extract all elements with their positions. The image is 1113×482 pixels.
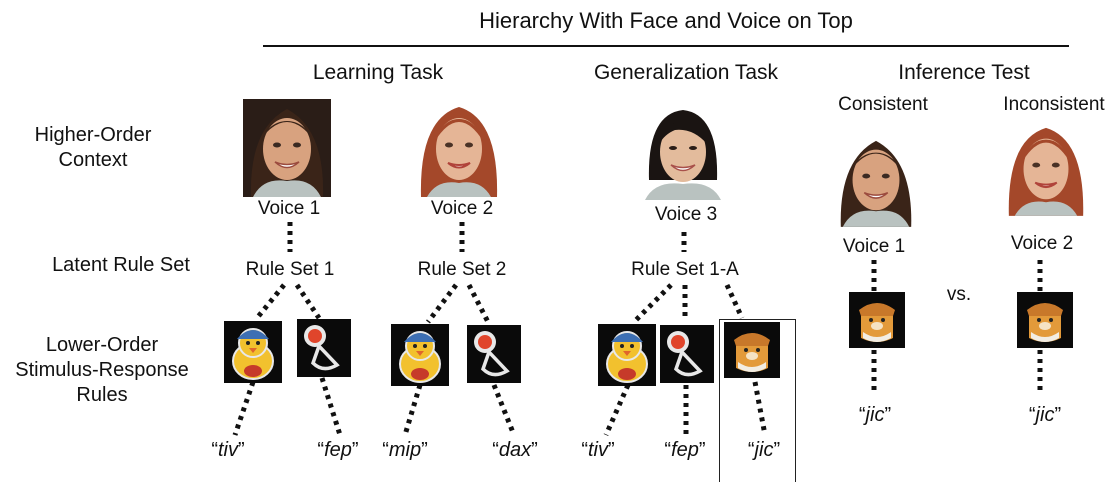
link-chick-mip: [402, 384, 423, 436]
response-jic-inconsistent: “jic”: [1028, 404, 1062, 426]
response-jic-generalization: “jic”: [747, 439, 781, 461]
face-brunette-icon: [833, 131, 919, 227]
bear-toy-icon: [724, 322, 780, 378]
link-chick-tiv-gen: [603, 383, 631, 437]
face-redhead-icon: [1003, 120, 1089, 216]
bear-toy-icon: [1017, 292, 1073, 348]
versus-label: vs.: [946, 284, 972, 305]
link-loop-fep: [319, 377, 343, 436]
response-tiv: “tiv”: [211, 439, 245, 461]
voice3-label: Voice 3: [654, 204, 718, 225]
face-redhead-icon: [415, 99, 503, 197]
link-rs1a-chick: [634, 283, 673, 322]
face-brunette-icon: [243, 99, 331, 197]
title-underline: [263, 45, 1069, 47]
generalization-task-heading: Generalization Task: [593, 61, 779, 84]
higher-order-label-line2: Context: [58, 149, 128, 171]
bear-toy-icon: [849, 292, 905, 348]
link-rs1a-bear: [724, 283, 745, 320]
inference-voice1-label: Voice 1: [842, 236, 906, 257]
lower-order-label-line2: Stimulus-Response: [15, 359, 189, 381]
response-mip: “mip”: [382, 439, 428, 461]
higher-order-context-label: Higher-Order Context: [35, 123, 152, 173]
chick-toy-icon: [391, 324, 449, 386]
response-fep: “fep”: [317, 439, 359, 461]
lower-order-label-line1: Lower-Order: [45, 334, 159, 356]
figure-title: Hierarchy With Face and Voice on Top: [479, 8, 853, 33]
link-rs2-loop: [466, 283, 491, 324]
rule-set-2-label: Rule Set 2: [417, 259, 507, 280]
consistent-label: Consistent: [838, 94, 928, 115]
voice1-label: Voice 1: [257, 198, 321, 219]
link-rs1-loop: [294, 283, 322, 320]
latent-rule-set-label: Latent Rule Set: [52, 254, 190, 276]
rule-set-1-label: Rule Set 1: [245, 259, 335, 280]
response-tiv-generalization: “tiv”: [581, 439, 615, 461]
lower-order-rules-label: Lower-Order Stimulus-Response Rules: [15, 333, 188, 408]
link-loop-dax: [491, 384, 517, 436]
learning-task-heading: Learning Task: [312, 61, 444, 84]
chick-toy-icon: [598, 324, 656, 386]
link-chick-tiv: [232, 381, 256, 436]
loop-toy-icon: [660, 325, 714, 383]
response-fep-generalization: “fep”: [664, 439, 706, 461]
link-rs2-chick: [426, 283, 458, 324]
lower-order-label-line3: Rules: [76, 384, 128, 406]
link-rs1-chick: [255, 283, 286, 320]
inconsistent-label: Inconsistent: [1003, 94, 1105, 115]
higher-order-label-line1: Higher-Order: [34, 124, 152, 146]
face-asian-icon: [639, 100, 727, 200]
rule-set-1a-label: Rule Set 1-A: [631, 259, 739, 280]
novel-rule-highlight-box: [719, 319, 796, 482]
inference-voice2-label: Voice 2: [1010, 233, 1074, 254]
loop-toy-icon: [467, 325, 521, 383]
response-jic-consistent: “jic”: [858, 404, 892, 426]
inference-test-heading: Inference Test: [898, 61, 1030, 84]
voice2-label: Voice 2: [430, 198, 494, 219]
chick-toy-icon: [224, 321, 282, 383]
response-dax: “dax”: [492, 439, 538, 461]
loop-toy-icon: [297, 319, 351, 377]
